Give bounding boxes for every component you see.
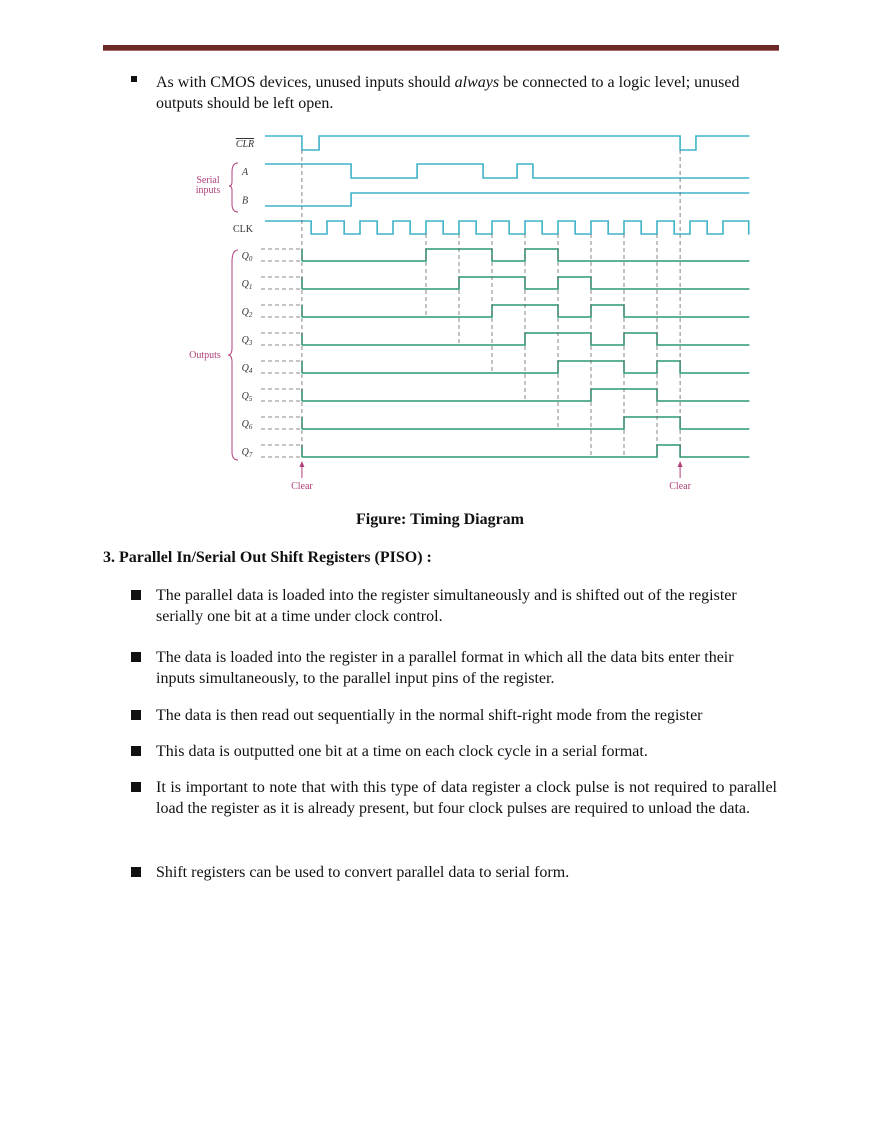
- bullet-icon: [131, 710, 141, 720]
- arrowhead-icon: [299, 461, 305, 467]
- bullet-icon: [131, 746, 141, 756]
- output-label: Q3: [242, 335, 253, 347]
- top-bullet-text: As with CMOS devices, unused inputs shou…: [156, 72, 756, 114]
- preclear-dashes: [261, 360, 302, 374]
- output-label: Q5: [242, 391, 253, 403]
- signal-label: A: [241, 167, 249, 178]
- output-q0-waveform: [301, 248, 750, 262]
- output-q6-waveform: [301, 416, 750, 430]
- preclear-dashes: [261, 388, 302, 402]
- signal-clr-waveform: [264, 135, 750, 151]
- output-label: Q0: [242, 251, 253, 263]
- preclear-dashes: [261, 444, 302, 458]
- serial-inputs-label: inputs: [196, 185, 221, 196]
- output-q3-waveform: [301, 332, 750, 346]
- signal-b-waveform: [264, 192, 750, 207]
- list-item: This data is outputted one bit at a time…: [156, 743, 648, 760]
- preclear-dashes: [261, 248, 302, 262]
- output-label: Q2: [242, 307, 253, 319]
- section-heading: 3. Parallel In/Serial Out Shift Register…: [103, 549, 432, 566]
- list-item: The data is then read out sequentially i…: [156, 707, 703, 724]
- clear-label: Clear: [669, 481, 691, 492]
- signal-label: CLR: [236, 139, 254, 150]
- output-label: Q1: [242, 279, 253, 291]
- outputs-label: Outputs: [189, 350, 221, 361]
- output-label: Q6: [242, 419, 253, 431]
- preclear-dashes: [261, 332, 302, 346]
- signal-a-waveform: [264, 163, 750, 179]
- clk-waveform: [264, 220, 750, 235]
- text: As with CMOS devices, unused inputs shou…: [156, 74, 455, 91]
- bullet-icon: [131, 867, 141, 877]
- bullet-icon: [131, 782, 141, 792]
- output-q1-waveform: [301, 276, 750, 290]
- preclear-dashes: [261, 304, 302, 318]
- serial-inputs-label: Serial: [196, 175, 220, 186]
- bullet-icon: [131, 590, 141, 600]
- output-q2-waveform: [301, 304, 750, 318]
- list-item: Shift registers can be used to convert p…: [156, 864, 570, 881]
- output-label: Q7: [242, 447, 253, 459]
- figure-caption: Figure: Timing Diagram: [356, 511, 524, 528]
- bullet-icon: [131, 76, 137, 82]
- list-item: The parallel data is loaded into the reg…: [156, 587, 737, 625]
- list-item: It is important to note that with this t…: [156, 779, 777, 817]
- clk-label: CLK: [233, 224, 254, 235]
- output-label: Q4: [242, 363, 253, 375]
- arrowhead-icon: [677, 461, 683, 467]
- preclear-dashes: [261, 276, 302, 290]
- signal-label: B: [242, 196, 248, 207]
- preclear-dashes: [261, 416, 302, 430]
- text: be connected to a logic level; unused ou…: [156, 74, 740, 112]
- emphasis: always: [454, 74, 500, 91]
- output-q7-waveform: [301, 444, 750, 458]
- list-item: The data is loaded into the register in …: [156, 649, 734, 687]
- output-q4-waveform: [301, 360, 750, 374]
- output-q5-waveform: [301, 388, 750, 402]
- brace-icon: [227, 249, 239, 461]
- header-rule: [103, 45, 779, 51]
- brace-icon: [228, 162, 239, 213]
- clear-label: Clear: [291, 481, 313, 492]
- bullet-icon: [131, 652, 141, 662]
